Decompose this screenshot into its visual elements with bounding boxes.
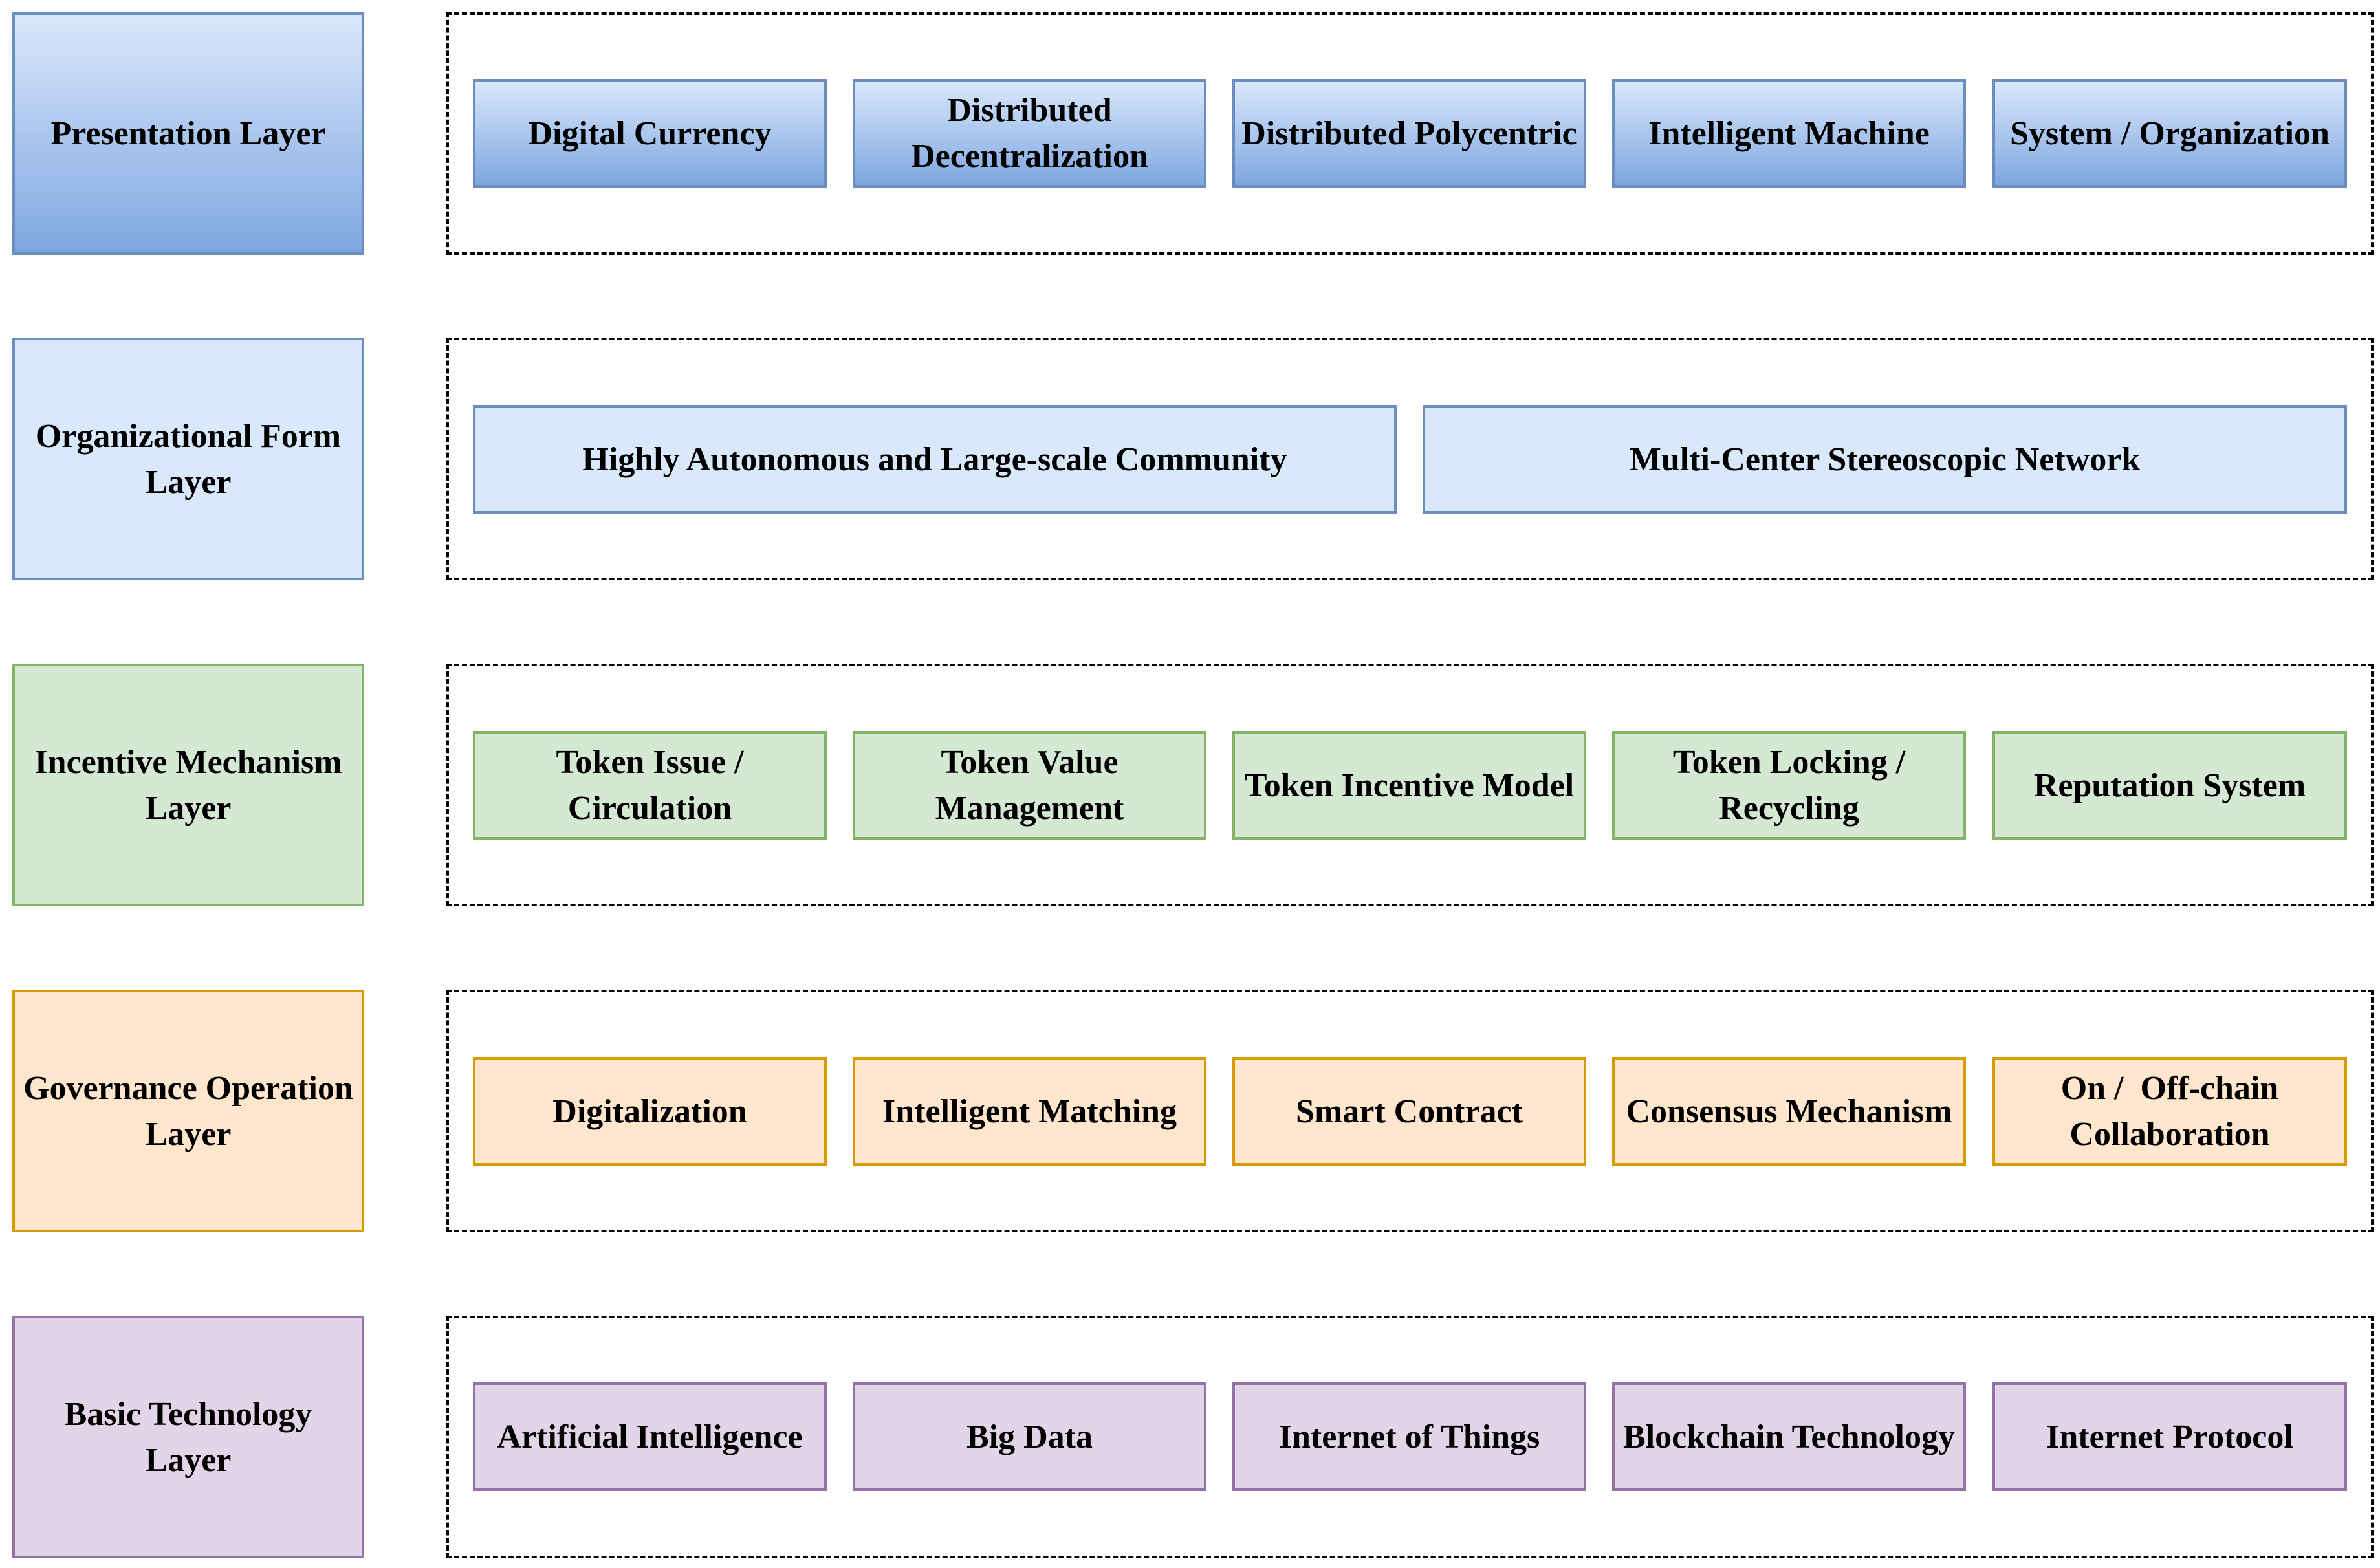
internet-protocol-text: Internet Protocol [2046,1418,2293,1455]
token-value-box: Token Value Management [853,731,1206,840]
stereoscopic-network-box: Multi-Center Stereoscopic Network [1423,405,2347,514]
digitalization-box: Digitalization [473,1057,827,1166]
blockchain-technology-box: Blockchain Technology [1612,1382,1966,1491]
governance-operation-layer-label: Governance Operation Layer [12,990,364,1232]
consensus-mechanism-text: Consensus Mechanism [1626,1093,1952,1130]
token-locking-text: Token Locking / Recycling [1672,744,1906,827]
basic-technology-layer-group [446,1316,2374,1558]
organizational-form-layer-group [446,338,2374,580]
intelligent-machine-box: Intelligent Machine [1612,79,1966,188]
distributed-polycentric-text: Distributed Polycentric [1241,114,1577,152]
digital-currency-text: Digital Currency [528,114,772,152]
token-incentive-text: Token Incentive Model [1244,767,1575,804]
token-incentive-box: Token Incentive Model [1232,731,1586,840]
blockchain-technology-text: Blockchain Technology [1623,1418,1955,1455]
intelligent-matching-text: Intelligent Matching [882,1093,1177,1130]
governance-operation-layer-label-text: Governance Operation Layer [23,1069,353,1153]
organizational-form-layer-label: Organizational Form Layer [12,338,364,580]
digitalization-text: Digitalization [552,1093,747,1130]
distributed-polycentric-box: Distributed Polycentric [1232,79,1586,188]
digital-currency-box: Digital Currency [473,79,827,188]
system-organization-box: System / Organization [1992,79,2347,188]
presentation-layer-label-text: Presentation Layer [50,115,326,152]
consensus-mechanism-box: Consensus Mechanism [1612,1057,1966,1166]
organizational-form-layer-label-text: Organizational Form Layer [35,417,342,501]
incentive-mechanism-layer-label: Incentive Mechanism Layer [12,664,364,906]
token-locking-box: Token Locking / Recycling [1612,731,1966,840]
autonomous-community-text: Highly Autonomous and Large-scale Commun… [582,441,1287,478]
incentive-mechanism-layer-label-text: Incentive Mechanism Layer [34,743,342,827]
autonomous-community-box: Highly Autonomous and Large-scale Commun… [473,405,1397,514]
artificial-intelligence-text: Artificial Intelligence [497,1418,803,1455]
distributed-decentralization-box: Distributed Decentralization [853,79,1206,188]
distributed-decentralization-text: Distributed Decentralization [911,92,1148,175]
on-off-chain-collaboration-box: On / Off-chain Collaboration [1992,1057,2347,1166]
governance-operation-layer-group [446,990,2374,1232]
internet-of-things-text: Internet of Things [1278,1418,1540,1455]
internet-protocol-box: Internet Protocol [1992,1382,2347,1491]
intelligent-matching-box: Intelligent Matching [853,1057,1206,1166]
on-off-chain-collaboration-text: On / Off-chain Collaboration [2060,1070,2287,1153]
intelligent-machine-text: Intelligent Machine [1648,114,1930,152]
reputation-system-box: Reputation System [1992,731,2347,840]
basic-technology-layer-label-text: Basic Technology Layer [64,1395,312,1479]
internet-of-things-box: Internet of Things [1232,1382,1586,1491]
incentive-mechanism-layer-group [446,664,2374,906]
system-organization-text: System / Organization [2010,114,2330,152]
smart-contract-box: Smart Contract [1232,1057,1586,1166]
big-data-box: Big Data [853,1382,1206,1491]
smart-contract-text: Smart Contract [1296,1093,1523,1130]
stereoscopic-network-text: Multi-Center Stereoscopic Network [1629,441,2141,478]
presentation-layer-group [446,12,2374,255]
token-issue-text: Token Issue / Circulation [556,744,744,827]
token-value-text: Token Value Management [935,744,1124,827]
big-data-text: Big Data [966,1418,1093,1455]
basic-technology-layer-label: Basic Technology Layer [12,1316,364,1558]
token-issue-box: Token Issue / Circulation [473,731,827,840]
artificial-intelligence-box: Artificial Intelligence [473,1382,827,1491]
presentation-layer-label: Presentation Layer [12,12,364,255]
reputation-system-text: Reputation System [2033,767,2306,804]
